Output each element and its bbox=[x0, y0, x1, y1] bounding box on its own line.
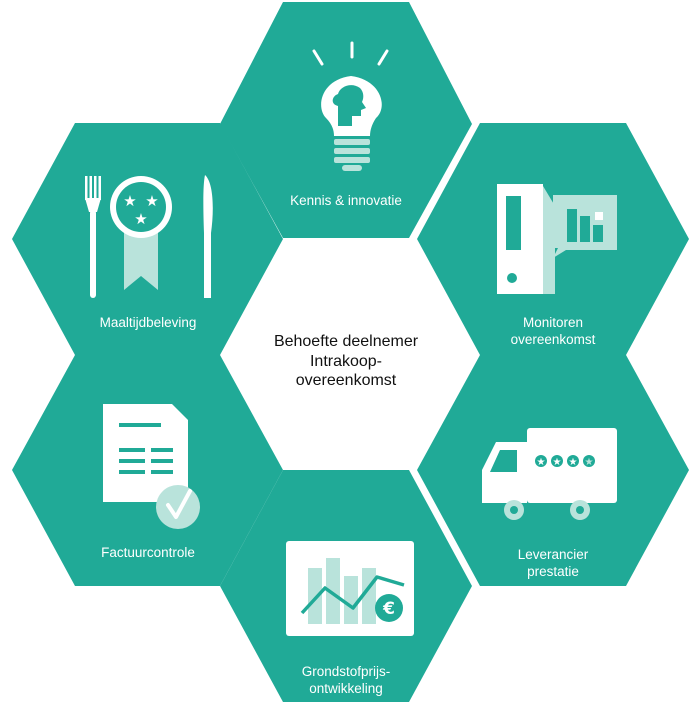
lightbulb-head-icon bbox=[312, 41, 389, 171]
svg-text:★: ★ bbox=[553, 457, 562, 468]
svg-text:★: ★ bbox=[585, 457, 594, 468]
svg-text:★: ★ bbox=[569, 457, 578, 468]
cutlery-medal-icon: ★ ★ ★ bbox=[85, 175, 213, 298]
segment-monitoren bbox=[417, 123, 689, 355]
segment-leverancier: ★ ★ ★ ★ bbox=[417, 355, 689, 586]
label-maaltijd: Maaltijdbeleving bbox=[99, 315, 197, 330]
segment-maaltijd: ★ ★ ★ bbox=[12, 123, 283, 355]
svg-text:★: ★ bbox=[145, 192, 158, 210]
label-leverancier: Leverancier prestatie bbox=[517, 547, 589, 579]
svg-text:★: ★ bbox=[537, 457, 546, 468]
segment-grondstof: € bbox=[220, 470, 472, 702]
segment-factuur bbox=[12, 355, 283, 586]
svg-text:★: ★ bbox=[134, 210, 147, 228]
delivery-truck-stars-icon: ★ ★ ★ ★ bbox=[482, 428, 617, 520]
binder-chart-icon bbox=[497, 184, 617, 294]
center-label: Behoefte deelnemer Intrakoop- overeenkom… bbox=[273, 333, 419, 389]
invoice-check-icon bbox=[103, 404, 200, 529]
segment-kennis bbox=[220, 2, 472, 238]
label-factuur: Factuurcontrole bbox=[101, 545, 195, 560]
svg-text:€: € bbox=[382, 599, 395, 619]
svg-text:★: ★ bbox=[123, 192, 136, 210]
label-grondstof: Grondstofprijs- ontwikkeling bbox=[301, 664, 391, 696]
label-monitoren: Monitoren overeenkomst bbox=[510, 315, 596, 347]
price-chart-euro-icon: € bbox=[286, 541, 414, 636]
label-kennis: Kennis & innovatie bbox=[290, 193, 402, 208]
